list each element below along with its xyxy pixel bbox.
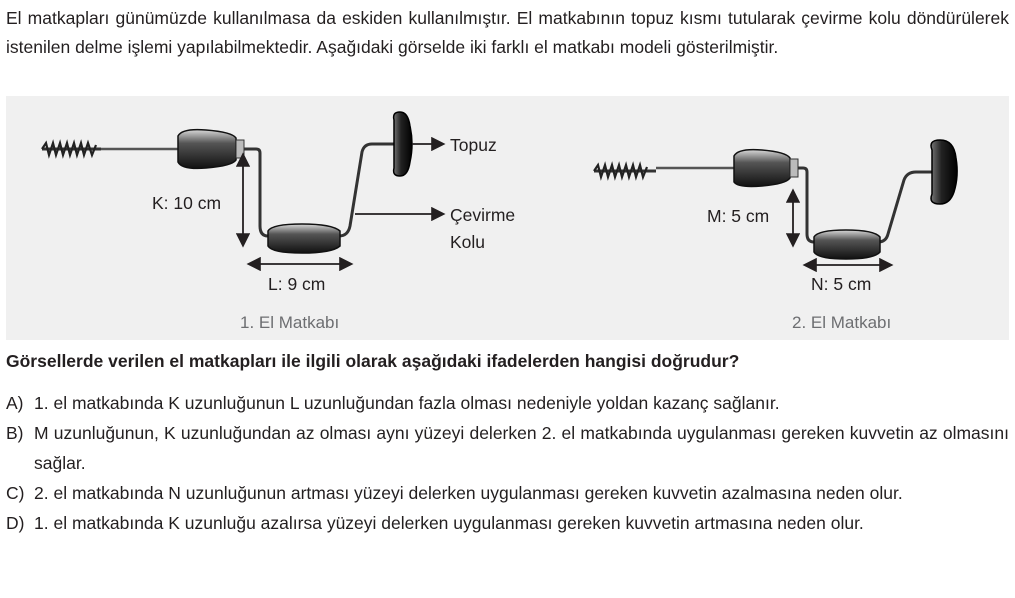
- drill-2-bit: [593, 161, 740, 181]
- option-text: M uzunluğunun, K uzunluğundan az olması …: [34, 423, 1009, 473]
- option-letter: B): [6, 423, 24, 443]
- drill-1-revolving-handle: [267, 223, 341, 254]
- k-label: K: 10 cm: [152, 193, 221, 213]
- option-d[interactable]: D) 1. el matkabında K uzunluğu azalırsa …: [6, 508, 1009, 538]
- cevirme-label-line2: Kolu: [450, 232, 485, 252]
- drill-2-crank: [798, 166, 932, 244]
- option-letter: C): [6, 483, 25, 503]
- option-letter: A): [6, 393, 24, 413]
- drill-illustration: Topuz Çevirme Kolu K: 10 cm L: 9 cm 1. E…: [41, 111, 958, 332]
- n-label: N: 5 cm: [811, 274, 871, 294]
- m-label: M: 5 cm: [707, 206, 769, 226]
- option-letter: D): [6, 513, 25, 533]
- answer-options: A) 1. el matkabında K uzunluğunun L uzun…: [6, 388, 1009, 538]
- drill-1-chuck: [177, 128, 245, 170]
- drill-2: M: 5 cm N: 5 cm 2. El Matkabı: [593, 139, 958, 332]
- drill-2-caption: 2. El Matkabı: [792, 313, 891, 332]
- option-text: 1. el matkabında K uzunluğu azalırsa yüz…: [34, 513, 864, 533]
- drill-1-caption: 1. El Matkabı: [240, 313, 339, 332]
- drill-figure: Topuz Çevirme Kolu K: 10 cm L: 9 cm 1. E…: [6, 96, 1009, 340]
- l-label: L: 9 cm: [268, 274, 325, 294]
- option-text: 1. el matkabında K uzunluğunun L uzunluğ…: [34, 393, 780, 413]
- option-a[interactable]: A) 1. el matkabında K uzunluğunun L uzun…: [6, 388, 1009, 418]
- drill-2-head-knob: [930, 139, 958, 205]
- topuz-label: Topuz: [450, 135, 497, 155]
- option-b[interactable]: B) M uzunluğunun, K uzunluğundan az olma…: [6, 418, 1009, 478]
- option-c[interactable]: C) 2. el matkabında N uzunluğunun artmas…: [6, 478, 1009, 508]
- option-text: 2. el matkabında N uzunluğunun artması y…: [34, 483, 903, 503]
- drill-1-head-knob: [392, 111, 413, 177]
- drill-2-revolving-handle: [813, 229, 881, 260]
- drill-1: Topuz Çevirme Kolu K: 10 cm L: 9 cm 1. E…: [41, 111, 515, 332]
- drill-1-crank: [244, 142, 394, 238]
- cevirme-label-line1: Çevirme: [450, 205, 515, 225]
- drill-1-bit: [41, 139, 186, 159]
- question-text: Görsellerde verilen el matkapları ile il…: [6, 351, 740, 371]
- intro-paragraph: El matkapları günümüzde kullanılmasa da …: [6, 8, 1009, 57]
- drill-2-chuck: [733, 148, 799, 188]
